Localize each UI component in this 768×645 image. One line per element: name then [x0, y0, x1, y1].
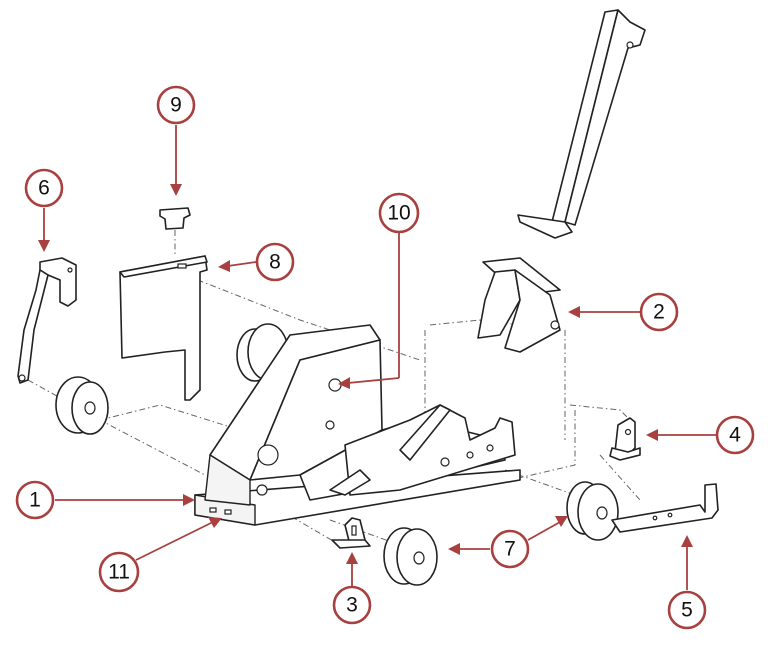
part-4-small-bracket — [609, 417, 641, 461]
callout-6: 6 — [24, 168, 64, 208]
callout-2: 2 — [639, 292, 679, 332]
wheel-rear-center — [236, 323, 289, 382]
callout-3: 3 — [332, 585, 372, 625]
callout-4: 4 — [715, 415, 755, 455]
wheel-front-bottom — [383, 527, 438, 586]
wheel-right — [566, 481, 619, 541]
callout-3-label: 3 — [346, 594, 358, 617]
part-5-bracket-arm — [611, 483, 719, 533]
callout-8: 8 — [255, 242, 295, 282]
callout-6-label: 6 — [38, 177, 50, 200]
callout-11: 11 — [98, 551, 140, 593]
callout-9-label: 9 — [170, 94, 182, 117]
callout-11-label: 11 — [108, 561, 130, 584]
callout-2-label: 2 — [653, 301, 665, 324]
leader-lines — [38, 125, 716, 590]
callout-9: 9 — [156, 85, 196, 125]
handle-shaft — [517, 9, 646, 239]
callout-10-label: 10 — [387, 202, 410, 225]
callout-7: 7 — [490, 529, 530, 569]
callout-8-label: 8 — [269, 251, 281, 274]
part-6-bracket-arm — [17, 257, 77, 384]
part-1-main-frame — [194, 324, 521, 526]
part-8-cover-plate — [119, 255, 208, 401]
callout-10: 10 — [378, 192, 420, 234]
callout-4-label: 4 — [729, 424, 741, 447]
part-9-plug — [159, 207, 191, 230]
callout-1-label: 1 — [29, 489, 41, 512]
callout-5-label: 5 — [681, 599, 693, 622]
wheel-left-front — [55, 376, 109, 435]
callout-1: 1 — [15, 480, 55, 520]
part-3-bottom-bracket — [331, 517, 371, 549]
callout-5: 5 — [667, 590, 707, 630]
part-2-handle-mount — [477, 257, 561, 353]
callout-7-label: 7 — [504, 538, 516, 561]
